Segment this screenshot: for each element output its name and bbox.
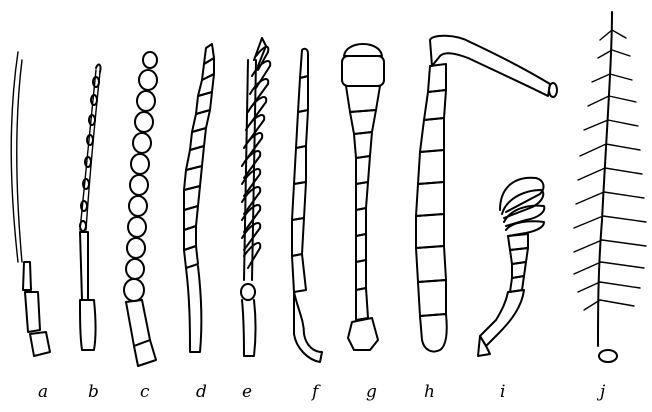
label-i: i (500, 384, 505, 401)
antenna-b-filiform-thin (80, 65, 101, 350)
antenna-f-filiform (292, 49, 322, 362)
label-d: d (196, 384, 207, 401)
antenna-g-clavate (342, 44, 384, 350)
label-b: b (88, 384, 99, 401)
label-a: a (38, 384, 48, 401)
label-j: j (600, 384, 605, 401)
antenna-c-moniliform (124, 52, 157, 366)
label-e: e (242, 384, 252, 401)
label-h: h (424, 384, 435, 401)
label-c: c (140, 384, 150, 401)
antenna-h-geniculate (416, 36, 557, 352)
antenna-j-plumose (574, 12, 646, 362)
antenna-a-setaceous (11, 52, 50, 356)
label-f: f (312, 384, 318, 401)
label-g: g (366, 384, 377, 401)
antenna-d-serrate (184, 44, 214, 352)
antenna-i-lamellate (478, 178, 544, 356)
antenna-e-pectinate (241, 38, 270, 356)
